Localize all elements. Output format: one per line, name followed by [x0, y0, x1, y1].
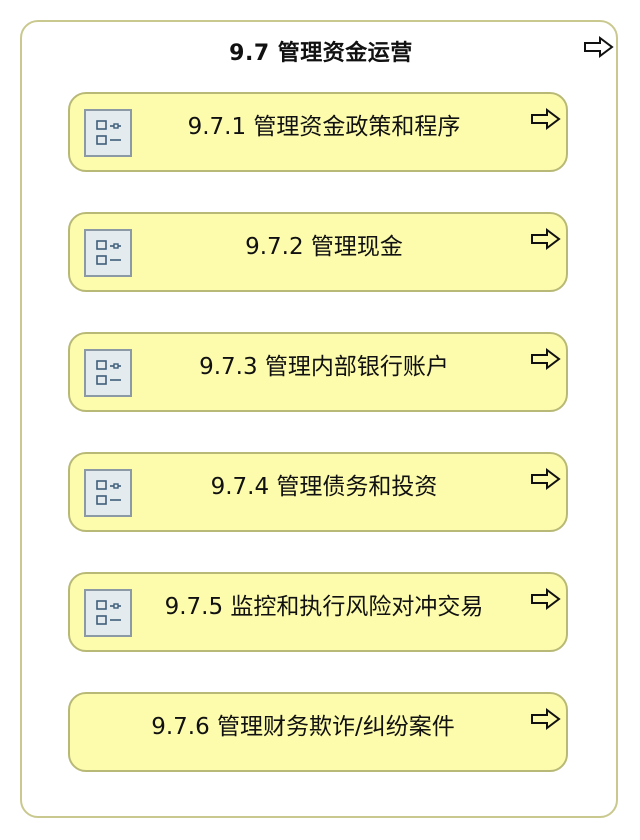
- process-label: 9.7.2 管理现金: [245, 234, 403, 260]
- process-box-9-7-3[interactable]: 9.7.3 管理内部银行账户: [68, 332, 568, 412]
- container-title: 9.7 管理资金运营: [229, 41, 413, 66]
- process-label: 9.7.1 管理资金政策和程序: [187, 114, 461, 140]
- arrow-right-icon[interactable]: [530, 348, 562, 370]
- process-label: 9.7.4 管理债务和投资: [210, 474, 438, 500]
- process-label: 9.7.6 管理财务欺诈/纠纷案件: [151, 714, 455, 740]
- arrow-right-icon[interactable]: [530, 108, 562, 130]
- process-list: 9.7.1 管理资金政策和程序 9.7.2 管理现金: [68, 92, 568, 772]
- arrow-right-icon[interactable]: [530, 228, 562, 250]
- arrow-right-icon[interactable]: [530, 588, 562, 610]
- process-label: 9.7.3 管理内部银行账户: [199, 354, 449, 380]
- sub-process-list-icon: [84, 469, 132, 517]
- sub-process-list-icon: [84, 109, 132, 157]
- sub-process-list-icon: [84, 229, 132, 277]
- arrow-right-icon[interactable]: [530, 468, 562, 490]
- process-box-9-7-4[interactable]: 9.7.4 管理债务和投资: [68, 452, 568, 532]
- process-box-9-7-6[interactable]: 9.7.6 管理财务欺诈/纠纷案件: [68, 692, 568, 772]
- process-box-9-7-2[interactable]: 9.7.2 管理现金: [68, 212, 568, 292]
- arrow-right-icon[interactable]: [583, 36, 615, 58]
- arrow-right-icon[interactable]: [530, 708, 562, 730]
- process-box-9-7-1[interactable]: 9.7.1 管理资金政策和程序: [68, 92, 568, 172]
- sub-process-list-icon: [84, 349, 132, 397]
- sub-process-list-icon: [84, 589, 132, 637]
- process-label: 9.7.5 监控和执行风险对冲交易: [164, 594, 484, 620]
- process-box-9-7-5[interactable]: 9.7.5 监控和执行风险对冲交易: [68, 572, 568, 652]
